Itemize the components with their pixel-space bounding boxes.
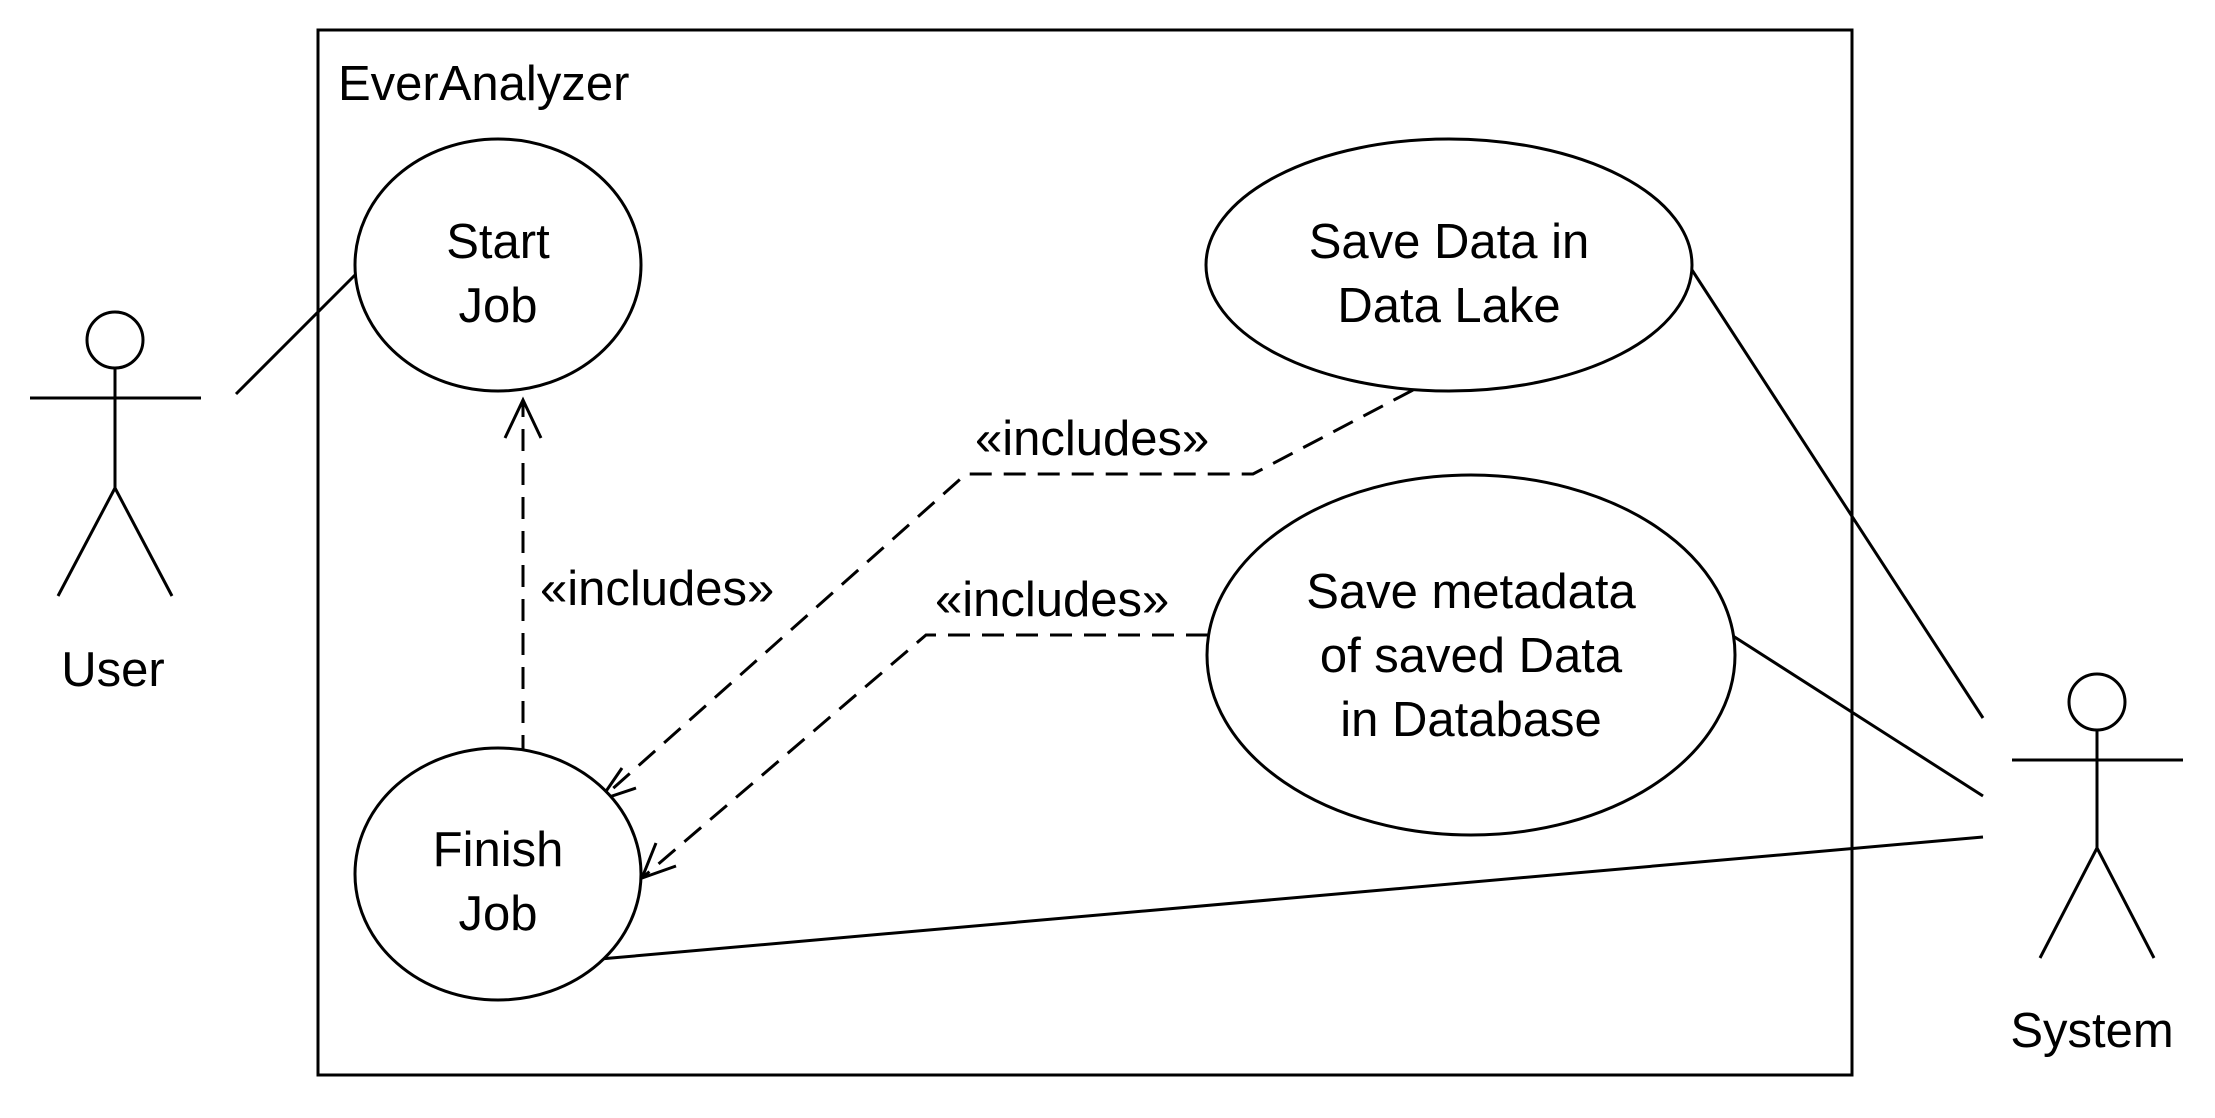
use-case-ellipse: [1205, 473, 1737, 837]
include-label-data-lake: «includes»: [975, 412, 1209, 466]
actor-user[interactable]: User: [30, 310, 201, 697]
dependency-line: [599, 388, 1414, 802]
actor-left-leg: [56, 487, 117, 597]
use-case-finish-job[interactable]: Finish Job: [353, 746, 643, 1002]
system-boundary-title: EverAnalyzer: [338, 57, 629, 111]
actor-label: System: [2010, 1004, 2173, 1058]
actor-left-leg: [2038, 847, 2099, 959]
use-case-label-line: Save Data in: [1309, 215, 1590, 269]
include-label-metadata: «includes»: [935, 573, 1169, 627]
association-user-start-job: [234, 273, 357, 396]
use-case-ellipse: [353, 746, 643, 1002]
use-case-label-line: Data Lake: [1337, 279, 1560, 333]
use-case-label-line: Finish: [433, 823, 564, 877]
dependency-line: [641, 633, 1208, 880]
actor-label: User: [61, 643, 164, 697]
use-case-label-line: Job: [458, 279, 537, 333]
arrowhead: [503, 396, 543, 439]
use-case-label-line: of saved Data: [1320, 629, 1623, 683]
use-case-label-line: Job: [458, 887, 537, 941]
actor-right-leg: [2095, 847, 2156, 959]
use-case-ellipse: [353, 137, 643, 393]
actor-system[interactable]: System: [2010, 672, 2183, 1058]
association-save-data-lake-system: [1690, 269, 1985, 719]
use-case-label-line: Save metadata: [1306, 565, 1636, 619]
use-case-save-metadata[interactable]: Save metadata of saved Data in Database: [1205, 473, 1737, 837]
use-case-label-line: Start: [446, 215, 550, 269]
association-save-metadata-system: [1732, 634, 1984, 798]
use-case-ellipse: [1204, 137, 1694, 393]
use-case-start-job[interactable]: Start Job: [353, 137, 643, 393]
system-boundary: [316, 28, 1854, 1077]
actor-right-leg: [113, 487, 174, 597]
use-case-label-line: in Database: [1340, 693, 1602, 747]
use-case-save-data-lake[interactable]: Save Data in Data Lake: [1204, 137, 1694, 393]
include-label-start: «includes»: [540, 562, 774, 616]
include-finish-to-start: [503, 396, 543, 757]
association-finish-job-system: [599, 835, 1984, 961]
